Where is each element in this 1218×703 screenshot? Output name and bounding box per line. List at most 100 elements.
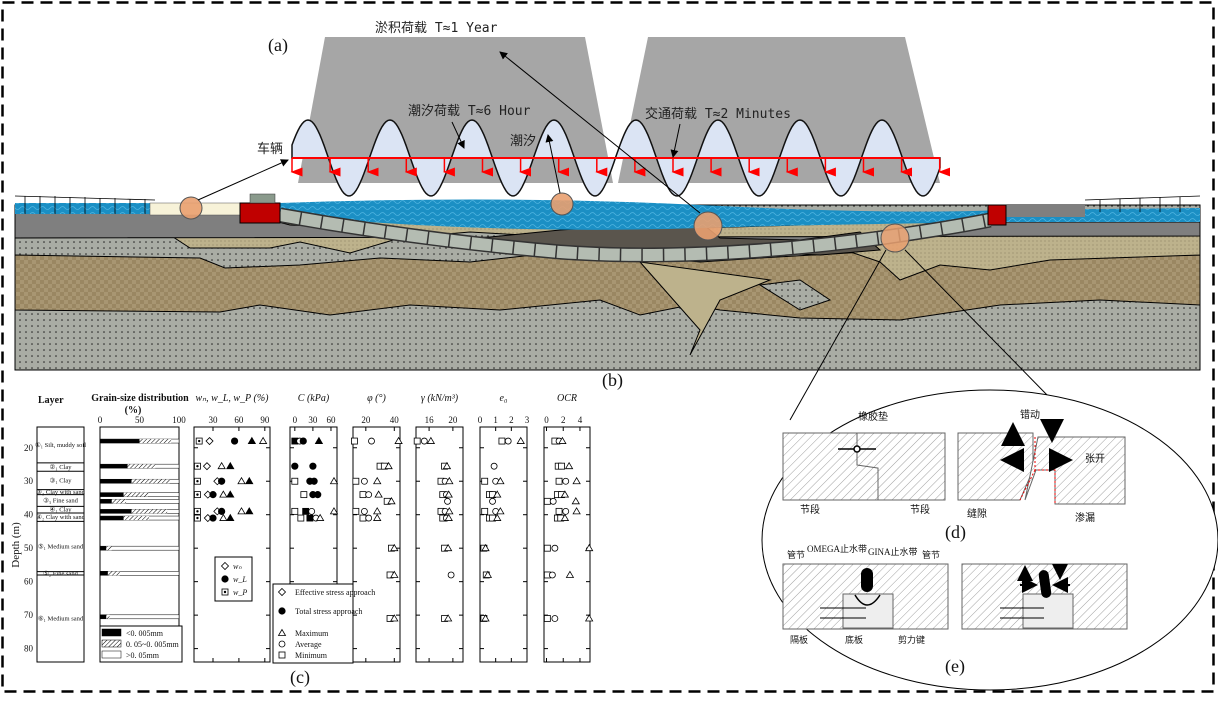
marker-maximum [329,507,339,515]
marker-wp-dot [196,480,199,483]
bulkhead-label: 隔板 [790,634,808,645]
marker-average [360,507,368,515]
grain-bar-silt [123,516,149,521]
marker-maximum [443,543,453,552]
c-legend-label: Total stress approach [295,607,362,616]
tunnel-portal-left [239,202,281,224]
w-legend [214,556,253,602]
depth-tick-label: 60 [24,577,34,587]
layer-name: ③₁ Clay [50,476,73,484]
marker-total-stress [314,491,322,499]
panel-d-label: (d) [945,522,966,543]
x-tick-label: 0 [478,415,483,425]
marker-wp-dot [196,516,199,520]
x-tick-label: 90 [260,415,270,425]
grain-bar-clay [100,439,140,444]
marker-maximum [481,614,490,622]
marker-average [447,571,455,579]
marker-maximum [572,476,581,485]
trestle-bridge [14,195,1201,214]
omega-seal-label: OMEGA止水带 [807,543,867,554]
marker-wl [221,575,229,583]
grain-bar-clay [100,464,128,469]
traffic-load-arrows [290,158,951,177]
marker-minimum [555,507,563,515]
marker-wl [209,491,217,499]
panel-title-C: C (kPa) [298,393,330,404]
gina-seal-label: GINA止水带 [868,546,918,557]
marker-maximum [496,507,505,515]
marker-wn [277,587,287,597]
grain-legend-swatch [101,650,122,659]
marker-maximum [560,513,570,521]
gina-joint-diagram: 管节 OMEGA止水带 GINA止水带 管节 隔板 底板 剪力键 [782,543,949,645]
marker-average [490,462,498,470]
grain-tick-label: 0 [98,415,103,425]
layer-header: Layer [38,395,64,406]
pipe-right-label: 管节 [922,549,940,560]
traffic-load-pointer [670,123,681,158]
marker-average [551,544,559,552]
shear-key-label: 剪力键 [898,634,925,645]
gina-seal-compressed-icon [1038,570,1052,598]
x-tick-label: 4 [578,415,583,425]
x-tick-label: 0 [544,415,549,425]
w-legend-label: w_L [233,575,247,584]
vehicle-pointer [197,159,289,201]
displacement-arrows [1000,419,1073,472]
panel-b-cross-section: (b) [14,51,1201,421]
marker-maximum [226,461,235,470]
pipe-left-label: 管节 [787,549,805,560]
x-tick-label: 40 [390,415,400,425]
layer-name: ③₃ Fine sand [43,496,79,504]
dislocation-label: 错动 [1020,408,1040,421]
marker-average [278,640,286,648]
marker-minimum [558,462,565,470]
marker-average [420,437,428,445]
x-tick-label: 0 [293,415,298,425]
grain-legend-label: >0. 05mm [126,651,160,660]
tidal-load-pointer [451,121,465,149]
marker-total-stress [309,462,317,470]
marker-minimum [359,514,367,522]
depth-tick-label: 80 [24,644,34,654]
marker-minimum [302,507,310,515]
marker-total-stress [299,437,307,445]
grain-bar-silt [131,509,168,514]
marker-minimum [300,491,308,499]
panel-title-gamma: γ (kN/m³) [421,393,459,404]
marker-maximum [373,513,382,521]
panel-frame-phi [352,426,401,663]
segment-right-label: 节段 [910,503,930,516]
marker-maximum [226,513,235,521]
marker-maximum [445,507,454,515]
marker-wl [218,477,226,485]
marker-maximum [387,497,396,505]
marker-minimum [413,437,421,445]
marker-minimum [543,615,551,622]
depth-tick-label: 30 [24,476,34,486]
marker-maximum [237,507,246,515]
detail-circle-tide [550,192,574,216]
x-tick-label: 2 [561,415,566,425]
marker-minimum [481,507,489,515]
leakage-path [1019,437,1056,505]
portal-building [249,193,276,204]
marker-total-stress [291,462,299,470]
marker-maximum [444,513,453,521]
grain-size-unit: (%) [125,405,142,416]
layer-name: ④₂ Clay with sand [36,513,85,521]
detail-circle-vehicle [179,196,203,220]
marker-minimum [359,491,367,499]
rock-lens [758,279,832,311]
marker-maximum [245,507,254,515]
marker-maximum [390,543,399,552]
grain-bar-silt [123,492,149,497]
marker-maximum [277,628,287,636]
marker-average [562,507,570,515]
marker-maximum [374,490,383,498]
rubber-gasket-label: 橡胶垫 [858,410,888,423]
tide-pointer [545,134,561,194]
marker-maximum [384,461,393,470]
marker-maximum [560,490,570,498]
